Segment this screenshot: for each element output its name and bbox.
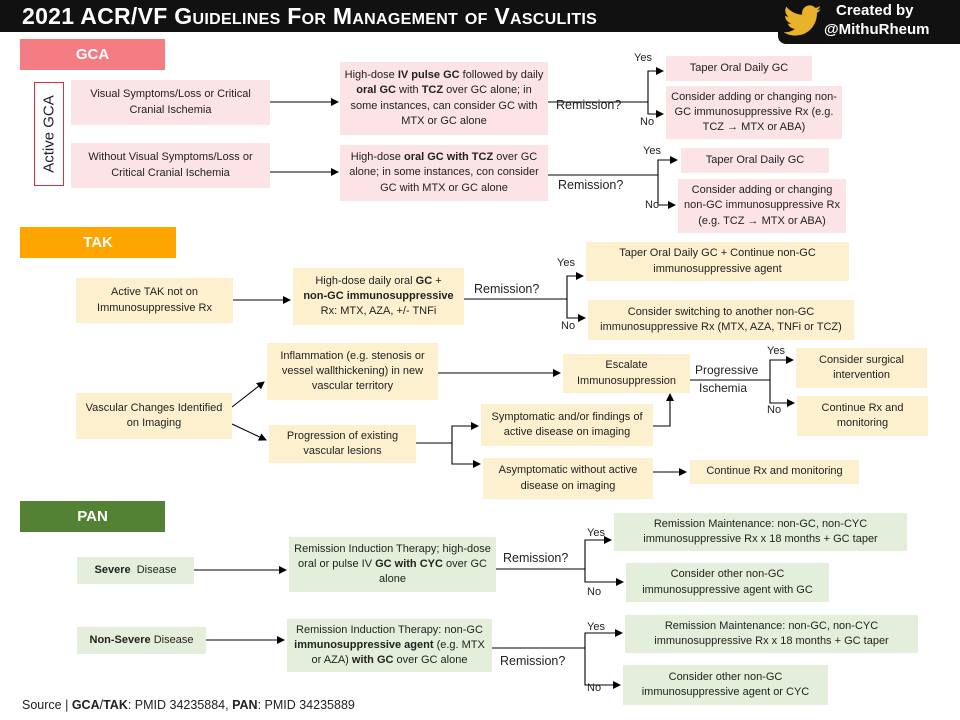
gca-remission-label-2: Remission? [558, 178, 624, 192]
arrow-gca-no-1 [647, 102, 664, 118]
pan-severe-box: Severe Disease [77, 557, 194, 584]
pan-consider-other-box-1: Consider other non-GC immunosuppressive … [626, 563, 829, 602]
arrow-tak-yes [566, 272, 584, 299]
pan-induction-severe-box: Remission Induction Therapy; high-dose o… [289, 537, 496, 592]
gca-no-label-2: No [645, 199, 660, 211]
pan-no-label-1: No [587, 586, 602, 598]
credit-badge: Created by @MithuRheum [778, 0, 960, 44]
tak-escalate-box: Escalate Immunosuppression [563, 354, 690, 393]
gca-remission-label-1: Remission? [556, 98, 622, 112]
pan-nonsevere-box: Non-Severe Disease [77, 627, 206, 654]
tak-no-label: No [561, 320, 576, 332]
arrow-tak-continue [769, 380, 795, 407]
tak-header: TAK [20, 227, 176, 258]
arrow-pan-yes-1 [584, 536, 612, 569]
tak-active-box: Active TAK not on Immunosuppressive Rx [76, 278, 233, 323]
arrow-gca-yes-2 [657, 156, 678, 175]
arrow-tak-vascular-up [231, 381, 265, 408]
tak-asymptomatic-box: Asymptomatic without active disease on i… [483, 458, 653, 499]
right-arrow-icon: → [747, 214, 759, 227]
tak-vascular-changes-box: Vascular Changes Identified on Imaging [76, 393, 232, 439]
pan-no-label-2: No [587, 682, 602, 694]
tak-inflammation-box: Inflammation (e.g. stenosis or vessel wa… [267, 343, 438, 400]
gca-header: GCA [20, 39, 165, 70]
tak-continue-monitoring-box-2: Continue Rx and monitoring [690, 460, 859, 484]
gca-consider-box-2: Consider adding or changing non-GC immun… [678, 179, 846, 233]
pan-maintenance-box-1: Remission Maintenance: non-GC, non-CYC i… [614, 513, 907, 551]
tak-remission-label: Remission? [474, 282, 540, 296]
credit-created-by: Created by [836, 2, 914, 19]
pan-remission-label-2: Remission? [500, 654, 566, 668]
arrow-tak-asymptomatic [451, 443, 481, 468]
gca-high-dose-oral-box: High-dose oral GC with TCZ over GC alone… [340, 145, 548, 201]
source-citation: Source | GCA/TAK: PMID 34235884, PAN: PM… [22, 698, 355, 712]
gca-yes-label-1: Yes [634, 52, 652, 64]
arrow-pan-no-2 [584, 648, 621, 689]
arrow-tak-no [566, 299, 586, 322]
arrow-tak-surgical [769, 356, 794, 380]
tak-yes-label-2: Yes [767, 345, 785, 357]
twitter-bird-icon [784, 5, 822, 36]
gca-no-label-1: No [640, 116, 655, 128]
right-arrow-icon: → [727, 121, 739, 134]
gca-yes-label-2: Yes [643, 145, 661, 157]
tak-yes-label: Yes [557, 257, 575, 269]
pan-maintenance-box-2: Remission Maintenance: non-GC, non-CYC i… [625, 615, 918, 653]
credit-handle: @MithuRheum [824, 21, 930, 38]
tak-progression-box: Progression of existing vascular lesions [269, 425, 416, 463]
tak-no-label-2: No [767, 404, 782, 416]
tak-surgical-box: Consider surgical intervention [796, 348, 927, 388]
arrow-tak-symptomatic [451, 422, 479, 443]
tak-ischemia-label: Ischemia [699, 381, 748, 395]
tak-consider-switch-box: Consider switching to another non-GC imm… [588, 300, 854, 340]
tak-taper-continue-box: Taper Oral Daily GC + Continue non-GC im… [586, 242, 849, 281]
pan-header: PAN [20, 501, 165, 532]
tak-progressive-label: Progressive [695, 363, 759, 377]
active-gca-label: Active GCA [34, 82, 64, 186]
tak-continue-monitoring-box: Continue Rx and monitoring [797, 396, 928, 436]
gca-high-dose-iv-box: High-dose IV pulse GC followed by daily … [340, 62, 548, 135]
arrow-gca-no-2 [657, 175, 676, 209]
arrow-pan-no-1 [584, 569, 624, 586]
gca-consider-box-1: Consider adding or changing non-GC immun… [666, 86, 842, 139]
page-title: 2021 ACR/VF Guidelines For Management of… [22, 3, 598, 29]
gca-without-visual-box: Without Visual Symptoms/Loss or Critical… [71, 143, 270, 188]
arrow-tak-to-escalate [653, 393, 674, 427]
tak-high-dose-box: High-dose daily oral GC +non-GC immunosu… [293, 268, 464, 325]
gca-taper-box-2: Taper Oral Daily GC [681, 148, 829, 173]
gca-taper-box-1: Taper Oral Daily GC [666, 56, 812, 81]
pan-yes-label-1: Yes [587, 527, 605, 539]
arrow-gca-yes-1 [647, 67, 664, 102]
gca-visual-symptoms-box: Visual Symptoms/Loss or Critical Cranial… [71, 80, 270, 125]
pan-consider-other-box-2: Consider other non-GC immunosuppressive … [623, 665, 828, 705]
pan-induction-nonsevere-box: Remission Induction Therapy: non-GC immu… [287, 619, 492, 672]
arrow-tak-vascular-down [231, 423, 267, 441]
pan-remission-label-1: Remission? [503, 551, 569, 565]
pan-yes-label-2: Yes [587, 621, 605, 633]
arrow-pan-yes-2 [584, 629, 623, 648]
tak-symptomatic-box: Symptomatic and/or findings of active di… [481, 404, 653, 446]
